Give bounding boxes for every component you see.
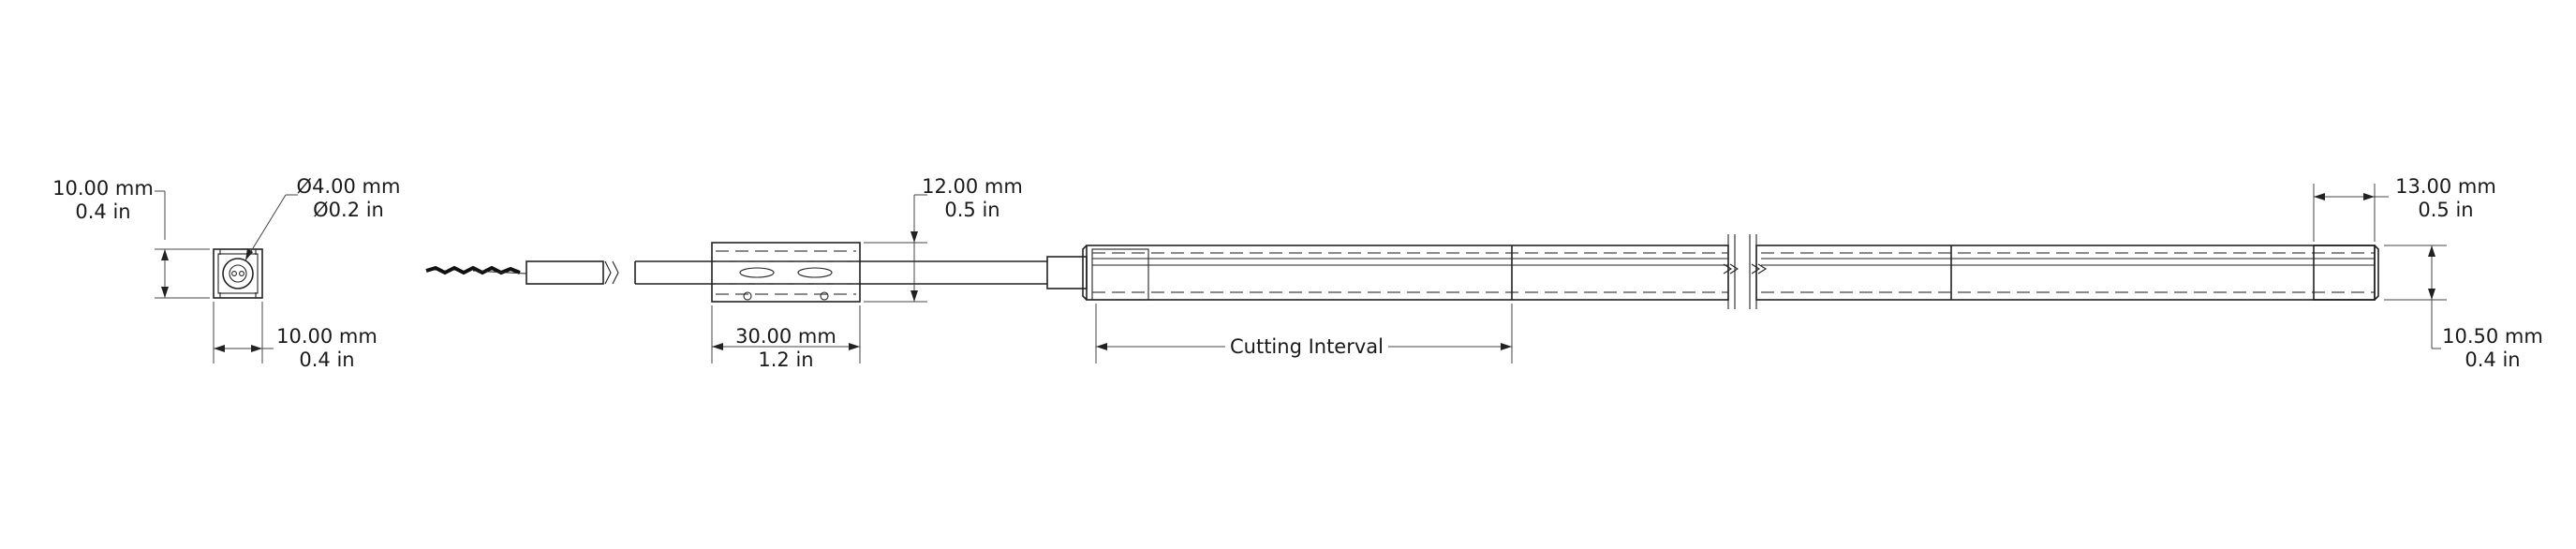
strip-break-right xyxy=(1749,234,1757,309)
cable-diameter-mm: Ø4.00 mm xyxy=(297,175,401,198)
end-profile-corners xyxy=(214,248,262,299)
strip-section-right xyxy=(1755,245,2376,301)
clip-height-dimension xyxy=(864,194,927,303)
conductor-b xyxy=(239,271,244,276)
mounting-clip: 30.00 mm 1.2 in 12.00 mm 0.5 in xyxy=(711,175,1023,371)
strip-height-inch: 0.4 in xyxy=(2465,349,2520,371)
cutting-interval-label: Cutting Interval xyxy=(1230,335,1384,358)
cutting-interval-dimension xyxy=(1095,304,1513,364)
led-strip: Cutting Interval 13.00 mm 0.5 in 10.50 m… xyxy=(1082,175,2543,371)
strip-break-left xyxy=(1727,234,1736,309)
end-profile-outline xyxy=(213,248,263,299)
endcap-length-dimension xyxy=(2313,184,2389,242)
end-height-dimension xyxy=(155,190,210,299)
wire-sheath xyxy=(526,260,604,285)
end-height-mm: 10.00 mm xyxy=(52,177,154,200)
cable-core xyxy=(229,264,247,283)
strip-height-dimension xyxy=(2384,245,2447,349)
strip-height-mm: 10.50 mm xyxy=(2442,325,2543,348)
cable-diameter-leader xyxy=(244,194,298,261)
cable-diameter-inch: Ø0.2 in xyxy=(313,199,384,221)
end-profile-inner xyxy=(217,253,259,294)
conductor-a xyxy=(231,271,237,276)
clip-outline xyxy=(711,242,861,303)
end-height-inch: 0.4 in xyxy=(75,200,130,223)
endcap-length-mm: 13.00 mm xyxy=(2395,175,2496,198)
clip-screw-right xyxy=(820,291,829,301)
strip-left-endcap-inner xyxy=(1091,248,1149,301)
clip-length-dimension xyxy=(711,305,861,364)
strip-left-endcap xyxy=(1082,245,1088,301)
lead-connector xyxy=(1046,256,1088,289)
lead-break-marks xyxy=(604,260,619,285)
clip-height-mm: 12.00 mm xyxy=(922,175,1023,198)
end-view: 10.00 mm 0.4 in 10.00 mm 0.4 in Ø4.00 mm… xyxy=(52,175,400,371)
end-width-inch: 0.4 in xyxy=(299,349,354,371)
strip-section-left xyxy=(1086,245,1729,301)
strip-right-endcap xyxy=(2313,245,2376,301)
cable-cross-section xyxy=(222,258,254,289)
clip-length-mm: 30.00 mm xyxy=(735,325,836,348)
clip-height-inch: 0.5 in xyxy=(944,199,999,221)
clip-length-inch: 1.2 in xyxy=(758,349,813,371)
clip-screw-left xyxy=(743,291,752,301)
bare-wires xyxy=(425,265,521,275)
end-width-mm: 10.00 mm xyxy=(276,325,378,348)
end-width-dimension xyxy=(213,302,274,364)
endcap-length-inch: 0.5 in xyxy=(2418,199,2473,221)
